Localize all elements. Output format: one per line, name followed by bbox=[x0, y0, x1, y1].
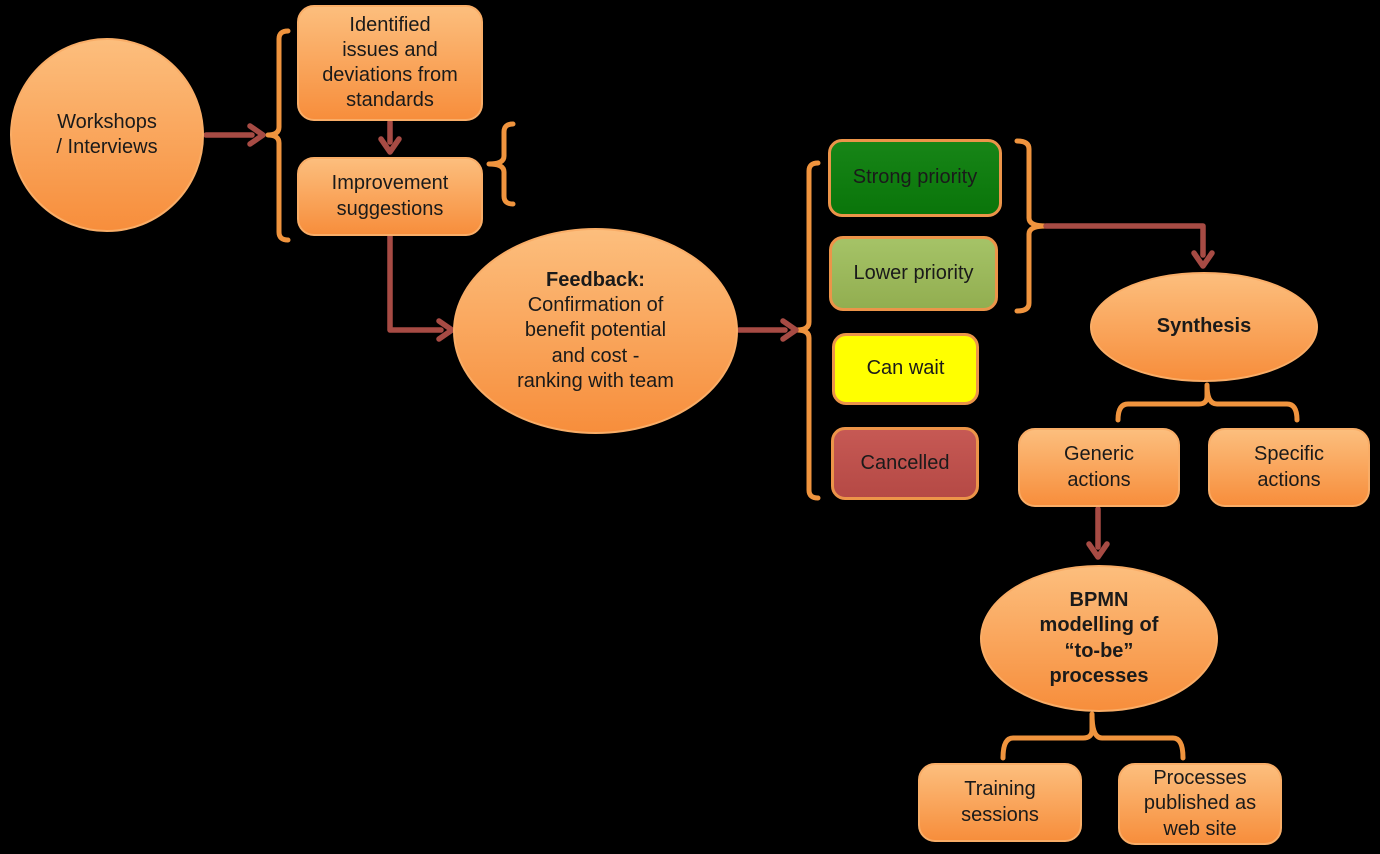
node-can-wait: Can wait bbox=[832, 333, 979, 405]
node-bpmn-modelling: BPMN modelling of “to-be” processes bbox=[980, 565, 1218, 712]
arrow-generic-to-bpmn bbox=[1086, 506, 1110, 560]
node-workshops-interviews: Workshops / Interviews bbox=[10, 38, 204, 232]
arrow-workshops-to-outputs bbox=[203, 123, 266, 147]
node-strong-priority: Strong priority bbox=[828, 139, 1002, 217]
arrow-priorities-to-synthesis bbox=[1043, 223, 1215, 269]
node-synthesis: Synthesis bbox=[1090, 272, 1318, 382]
bracket-bpmn-split bbox=[1000, 711, 1186, 761]
node-can-wait-label: Can wait bbox=[866, 357, 945, 380]
node-processes-label: Processes published as web site bbox=[1143, 767, 1257, 840]
bracket-synthesis-split bbox=[1115, 382, 1300, 423]
node-bpmn-label: BPMN modelling of “to-be” processes bbox=[1039, 589, 1159, 687]
bracket-priority-selected bbox=[1014, 138, 1049, 314]
node-lower-priority-label: Lower priority bbox=[853, 261, 974, 284]
node-feedback: Feedback: Confirmation of benefit potent… bbox=[453, 228, 738, 434]
node-generic-actions: Generic actions bbox=[1018, 428, 1180, 507]
node-training-label: Training sessions bbox=[961, 778, 1039, 826]
node-lower-priority: Lower priority bbox=[829, 236, 998, 311]
node-training-sessions: Training sessions bbox=[918, 763, 1082, 842]
arrow-identified-to-improvement bbox=[378, 119, 402, 155]
bracket-priority-group bbox=[794, 160, 821, 501]
node-cancelled-label: Cancelled bbox=[860, 451, 950, 474]
node-improvement-suggestions: Improvement suggestions bbox=[297, 157, 483, 236]
node-cancelled: Cancelled bbox=[831, 427, 979, 500]
arrow-improvement-to-feedback bbox=[387, 233, 455, 342]
node-feedback-body: Confirmation of benefit potential and co… bbox=[517, 294, 674, 392]
arrow-feedback-to-priorities bbox=[736, 318, 799, 342]
node-identified-label: Identified issues and deviations from st… bbox=[322, 13, 458, 112]
node-strong-priority-label: Strong priority bbox=[852, 166, 978, 189]
node-identified-issues: Identified issues and deviations from st… bbox=[297, 5, 483, 121]
node-processes-published: Processes published as web site bbox=[1118, 763, 1282, 845]
bracket-improvement-right bbox=[486, 121, 516, 207]
bracket-workshops-outputs bbox=[265, 28, 291, 243]
node-feedback-title: Feedback: bbox=[546, 269, 645, 292]
node-improvement-label: Improvement suggestions bbox=[331, 172, 449, 220]
node-workshops-label: Workshops / Interviews bbox=[56, 110, 158, 158]
node-generic-actions-label: Generic actions bbox=[1063, 443, 1135, 491]
node-specific-actions-label: Specific actions bbox=[1253, 443, 1325, 491]
node-specific-actions: Specific actions bbox=[1208, 428, 1370, 507]
node-synthesis-label: Synthesis bbox=[1156, 315, 1252, 338]
